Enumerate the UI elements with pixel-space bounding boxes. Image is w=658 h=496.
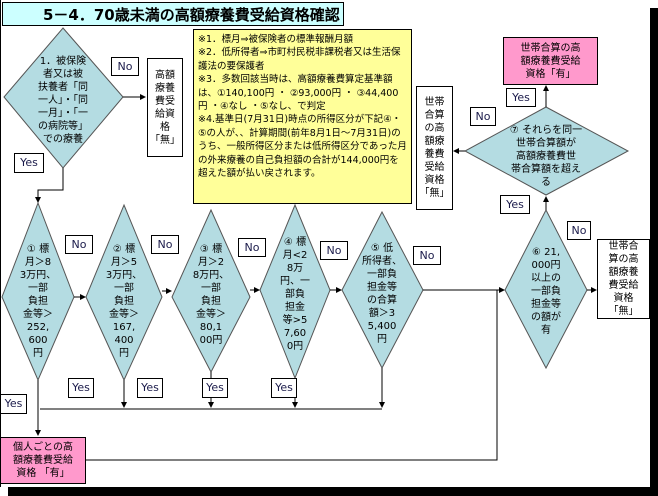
yes-label: Yes: [14, 153, 44, 173]
decision-d5-text: ⑤ 低 所得者、 一部負 担金等 の合算 額＞3 5,400 円: [362, 243, 402, 345]
page-title: 5－4．70歳未満の高額療養費受給資格確認: [2, 2, 344, 26]
yes-label: Yes: [500, 195, 530, 214]
decision-d1-text: ① 標 月＞8 3万円、 一部 負担 金等＞ 252, 600 円: [19, 244, 57, 359]
decision-q1-text: 1．被保険 者又は被 扶養者「同 一人」・「同 一月」・「一 の病院等」 での療…: [38, 56, 88, 145]
no-label: No: [65, 235, 93, 254]
yes-label: Yes: [68, 378, 94, 398]
decision-d3-text: ③ 標 月＞2 8万円、 一部 負担 金等＞ 80,1 00円: [192, 244, 230, 346]
no-label: No: [151, 235, 179, 254]
yes-label: Yes: [506, 88, 536, 107]
decision-d6-text: ⑥ 21, 000円 以上の 一部負 担金等 の額が 有: [531, 247, 561, 336]
outcome-individual-yes: 個人ごとの高 額療養費受給 資格 「有」: [0, 437, 86, 484]
outcome-household-yes: 世帯合算の高 額療養費受給 資格「有」: [503, 37, 598, 85]
footnote-box: ※1．標月⇒被保険者の標準報酬月額 ※2．低所得者⇒市町村民税非課税者又は生活保…: [193, 29, 412, 204]
outcome-household-no-right: 世帯合 算の高 額療養 費受給 資格 「無」: [597, 239, 650, 319]
decision-d7: [463, 106, 630, 196]
yes-label: Yes: [0, 394, 27, 414]
no-label: No: [111, 57, 139, 76]
outcome-household-no-mid: 世帯 合算 の高 額療 養費 受給 資格 「無」: [416, 86, 453, 210]
no-label: No: [470, 107, 496, 126]
no-label: No: [567, 221, 591, 240]
yes-label: Yes: [271, 378, 297, 398]
decision-d2-text: ② 標 月＞5 3万円、 一部 負担 金等＞ 167, 400 円: [105, 244, 143, 359]
no-label: No: [320, 241, 348, 260]
outcome-no-benefit: 高額 療養 費受 給資 格 「無」: [147, 58, 183, 157]
decision-d7-text: ⑦ それらを同一 世帯合算額が 高額療養費世 帯合算額を超え る: [509, 125, 583, 188]
no-label: No: [238, 238, 266, 257]
decision-d6: [504, 208, 588, 370]
yes-label: Yes: [137, 378, 163, 398]
decision-d4-text: ④ 標 月<2 8万 円、一 部負 担金 等>5 7,60 0円: [280, 237, 310, 352]
no-label: No: [413, 246, 441, 265]
yes-label: Yes: [202, 378, 228, 398]
